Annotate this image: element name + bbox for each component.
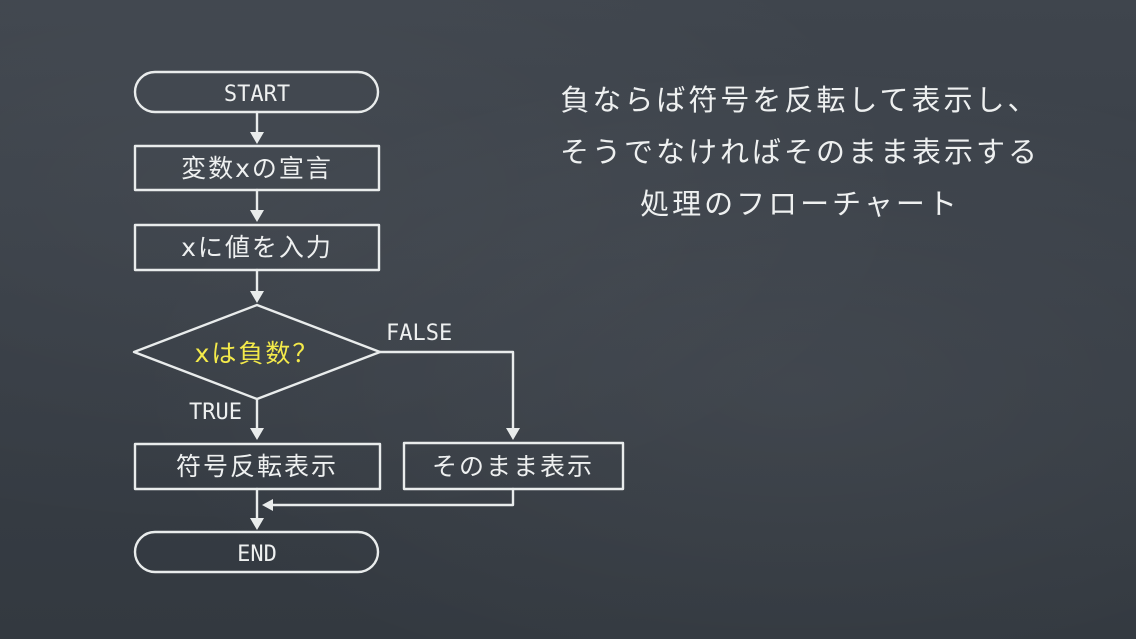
- false-branch-arrow: FALSE: [378, 321, 520, 440]
- negate-display-label: 符号反転表示: [176, 452, 338, 481]
- arrow-declare-to-input: [250, 188, 264, 222]
- caption-line-1: 負ならば符号を反転して表示し、: [560, 83, 1040, 117]
- arrow-input-to-decision: [250, 268, 264, 303]
- end-shape: [133, 530, 380, 574]
- negate-display-process: 符号反転表示: [133, 442, 382, 491]
- as-is-display-process: そのまま表示: [402, 441, 625, 491]
- decision-label: xは負数？: [195, 339, 320, 368]
- false-label: FALSE: [386, 321, 452, 346]
- input-label: xに値を入力: [181, 233, 333, 262]
- declare-process: 変数xの宣言: [133, 144, 381, 192]
- true-label: TRUE: [189, 400, 242, 425]
- caption-line-3: 処理のフローチャート: [640, 187, 960, 221]
- input-process: xに値を入力: [133, 223, 381, 272]
- flowchart-caption: 負ならば符号を反転して表示し、 そうでなければそのまま表示する 処理のフローチャ…: [530, 74, 1070, 230]
- start-label: START: [224, 82, 290, 107]
- arrow-start-to-declare: [250, 110, 264, 144]
- decision-diamond: xは負数？: [132, 303, 382, 401]
- start-terminal: START: [133, 70, 380, 114]
- declare-label: 変数xの宣言: [181, 154, 333, 183]
- as-is-display-label: そのまま表示: [432, 452, 594, 481]
- caption-line-2: そうでなければそのまま表示する: [559, 135, 1040, 169]
- merge-arrows: [250, 487, 515, 530]
- true-branch-arrow: TRUE: [189, 397, 264, 440]
- end-label: END: [237, 542, 277, 567]
- end-terminal: END: [133, 530, 380, 574]
